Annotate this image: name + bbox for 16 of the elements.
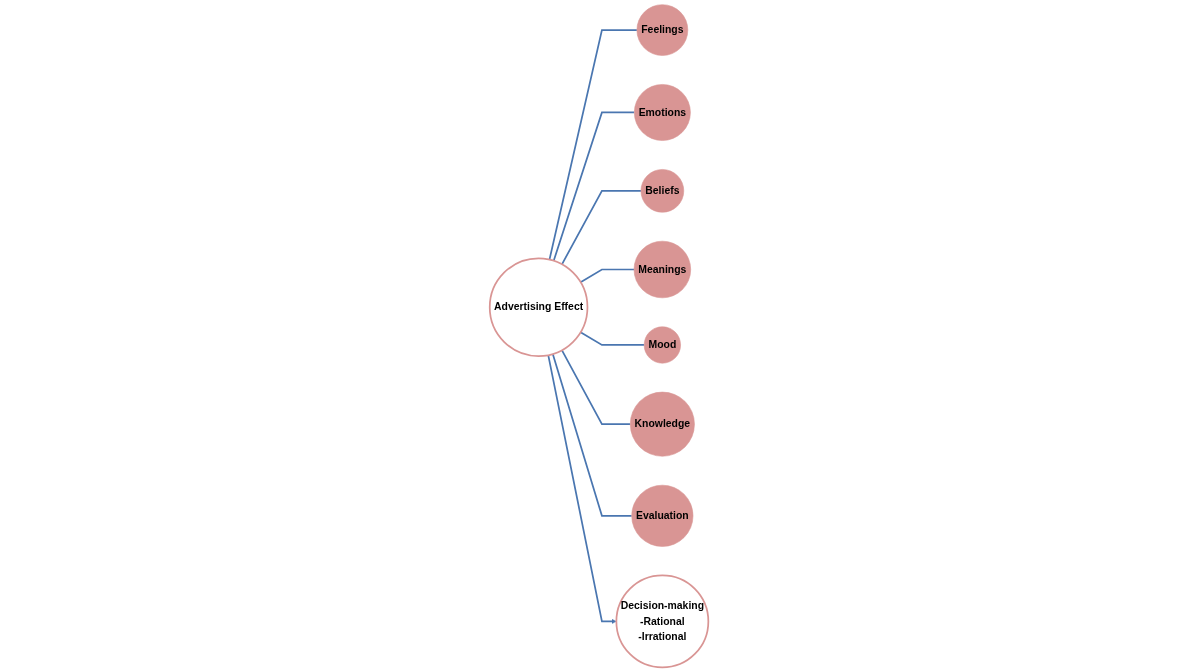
node-circle: Advertising Effect [489, 257, 589, 357]
connector [561, 190, 643, 266]
connector [553, 111, 636, 262]
connector [552, 353, 634, 517]
node-circle: Mood [644, 326, 682, 364]
connector [549, 29, 639, 261]
node-circle: Evaluation [631, 484, 694, 547]
node-circle: Decision-making -Rational -Irrational [615, 574, 710, 669]
connector [580, 268, 636, 284]
connector [580, 331, 646, 346]
node-circle: Beliefs [641, 169, 685, 213]
connector [561, 349, 632, 426]
node-circle: Knowledge [630, 391, 696, 457]
node-circle: Meanings [634, 240, 692, 299]
node-circle: Feelings [637, 4, 689, 56]
node-circle: Emotions [634, 84, 692, 141]
